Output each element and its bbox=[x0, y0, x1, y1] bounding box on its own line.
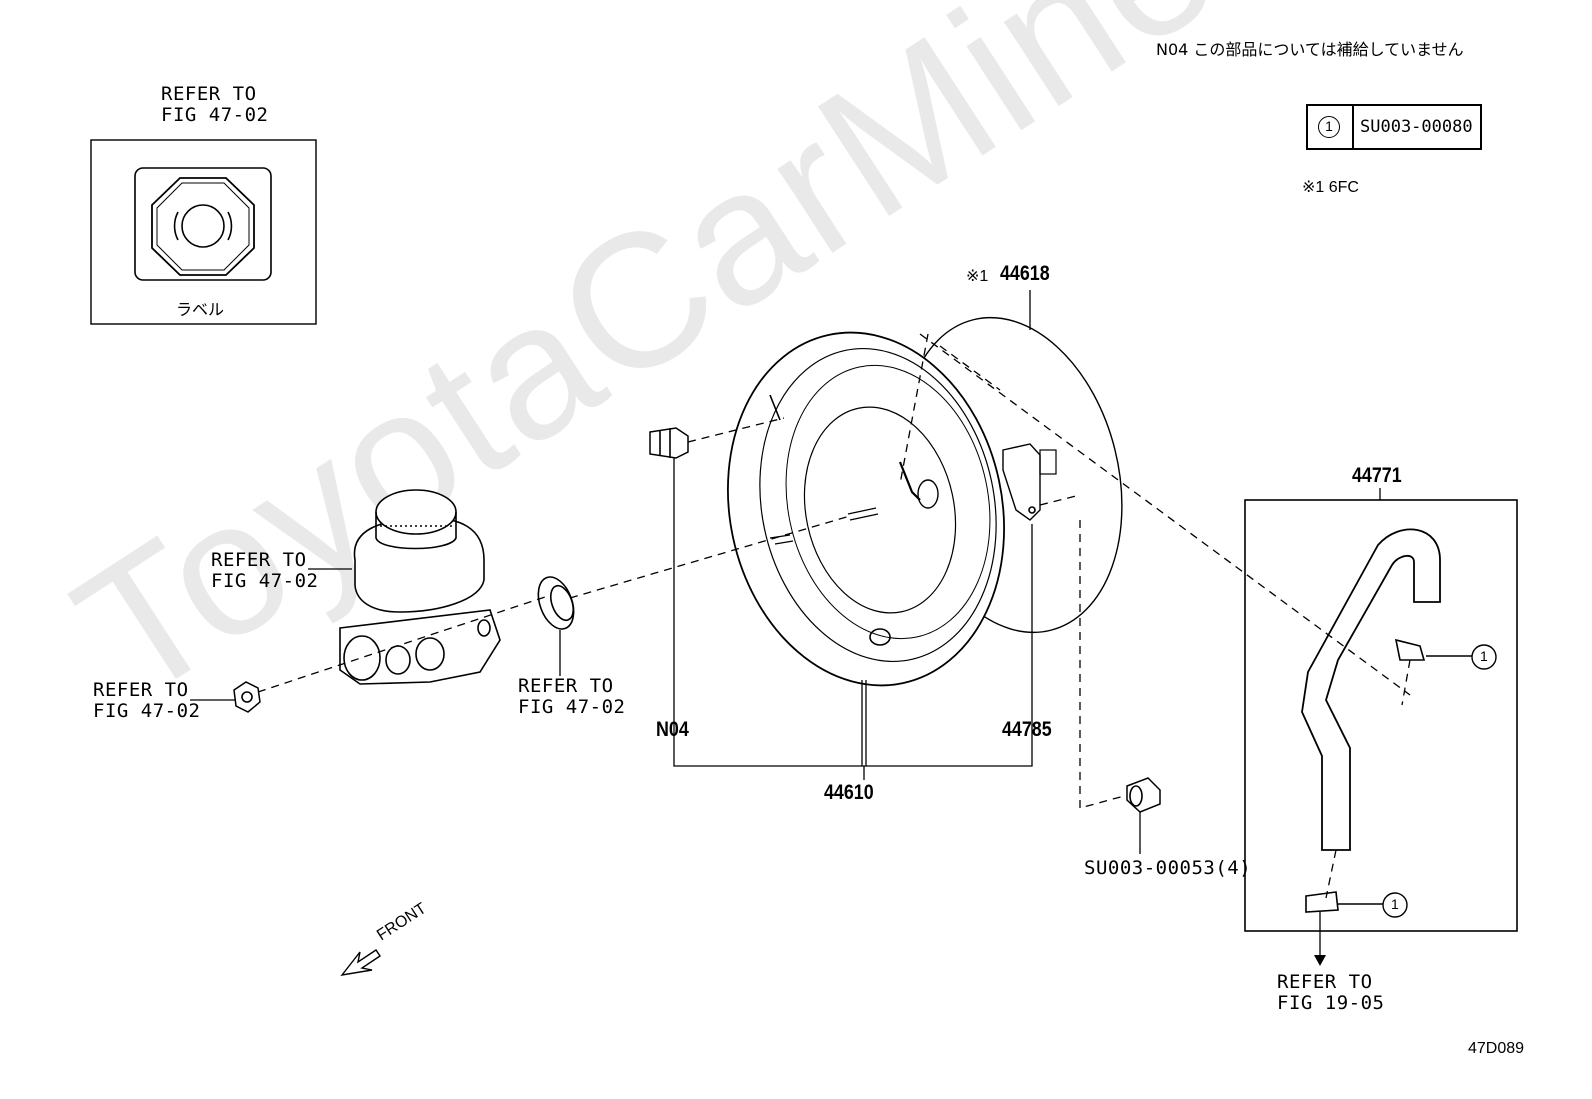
master-cylinder bbox=[339, 489, 501, 685]
figure-code: 47D089 bbox=[1468, 1040, 1525, 1057]
reservoir-refer: REFER TO FIG 47-02 bbox=[211, 549, 319, 592]
clip-callout-1: 1 bbox=[1480, 648, 1488, 664]
legend-symbol: 1 bbox=[1318, 116, 1340, 138]
legend-divider bbox=[1352, 106, 1354, 148]
part-44618: 44618 bbox=[1000, 262, 1050, 285]
leader-lines bbox=[190, 290, 1381, 955]
booster-nut bbox=[1126, 777, 1161, 813]
nut-refer: REFER TO FIG 47-02 bbox=[93, 679, 201, 722]
part-44771: 44771 bbox=[1352, 464, 1402, 487]
flare-nut bbox=[233, 681, 261, 713]
nut-code: SU003-00053(4) bbox=[1084, 857, 1252, 879]
label-caption: ラベル bbox=[176, 300, 225, 319]
note-top: N04 この部品については補給していません bbox=[1156, 40, 1464, 59]
legend-box: 1 SU003-00080 bbox=[1306, 104, 1482, 150]
footnote: ※1 6FC bbox=[1302, 179, 1359, 196]
check-valve bbox=[649, 427, 689, 459]
legend-code: SU003-00080 bbox=[1360, 117, 1473, 137]
seal-refer: REFER TO FIG 47-02 bbox=[518, 675, 626, 718]
hose-box bbox=[1244, 499, 1518, 932]
gasket-mark: ※1 bbox=[966, 268, 989, 285]
hose-refer: REFER TO FIG 19-05 bbox=[1277, 971, 1385, 1014]
clip-callout-2: 1 bbox=[1391, 896, 1399, 912]
label-refer: REFER TO FIG 47-02 bbox=[161, 83, 269, 126]
seal-ring bbox=[537, 576, 575, 630]
brake-booster bbox=[727, 316, 1123, 687]
label-inset bbox=[90, 139, 317, 325]
arrow-down-icon bbox=[1314, 955, 1326, 966]
part-n04: N04 bbox=[656, 718, 689, 741]
part-44610: 44610 bbox=[824, 781, 874, 804]
front-arrow-icon bbox=[340, 949, 381, 976]
assembly-lines bbox=[257, 333, 1411, 899]
part-44785: 44785 bbox=[1002, 718, 1052, 741]
